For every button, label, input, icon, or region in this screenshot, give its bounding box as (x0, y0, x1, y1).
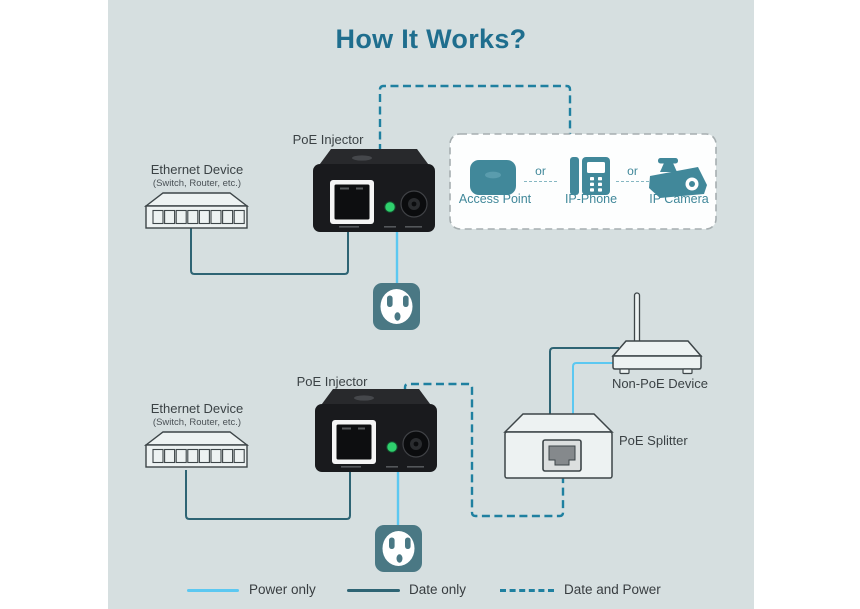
or-separator-1: or (524, 164, 557, 182)
poe-injector-1 (312, 148, 436, 233)
link-power-splitter-router (572, 362, 619, 416)
ethernet-device-1-sublabel: (Switch, Router, etc.) (152, 178, 242, 190)
ip-camera-label: IP Camera (649, 192, 709, 206)
legend-swatch-power-only (187, 589, 239, 592)
power-outlet-2 (375, 525, 422, 572)
ethernet-device-1-label: Ethernet Device (Switch, Router, etc.) (139, 162, 255, 190)
ip-phone-label: IP-Phone (564, 192, 618, 206)
diagram-background-panel (108, 0, 754, 609)
router-antenna (633, 292, 641, 344)
poe-injector-1-label: PoE Injector (292, 132, 364, 147)
ethernet-device-2-label: Ethernet Device (Switch, Router, etc.) (139, 401, 255, 429)
legend-label-power-only: Power only (249, 582, 316, 597)
legend-swatch-date-only (347, 589, 400, 592)
link-data-switch2-injector2 (185, 470, 351, 520)
ethernet-device-2-name: Ethernet Device (150, 401, 244, 416)
poe-splitter (503, 413, 614, 479)
ip-camera-icon (649, 158, 707, 198)
poe-injector-2 (314, 388, 438, 473)
poe-injector-2-label: PoE Injector (296, 374, 368, 389)
link-data-splitter-router (549, 347, 619, 416)
ip-phone-icon (570, 157, 610, 195)
legend-label-date-only: Date only (409, 582, 467, 597)
ethernet-switch-1 (145, 192, 248, 229)
non-poe-device-label: Non-PoE Device (611, 376, 709, 391)
access-point-icon (470, 160, 516, 195)
link-datapower-injector2-splitter (403, 382, 565, 518)
ethernet-device-2-sublabel: (Switch, Router, etc.) (152, 417, 242, 429)
page-title: How It Works? (335, 24, 527, 54)
power-outlet-1 (373, 283, 420, 330)
or-separator-2: or (616, 164, 649, 182)
access-point-label: Access Point (458, 192, 532, 206)
legend-label-date-and-power: Date and Power (564, 582, 661, 597)
link-datapower-injector1-pdbox (378, 84, 572, 152)
link-data-switch1-injector1 (190, 228, 349, 275)
ethernet-device-1-name: Ethernet Device (150, 162, 244, 177)
poe-splitter-label: PoE Splitter (619, 433, 688, 448)
ethernet-switch-2 (145, 431, 248, 468)
legend-swatch-date-and-power (500, 589, 554, 592)
non-poe-device (611, 292, 703, 375)
